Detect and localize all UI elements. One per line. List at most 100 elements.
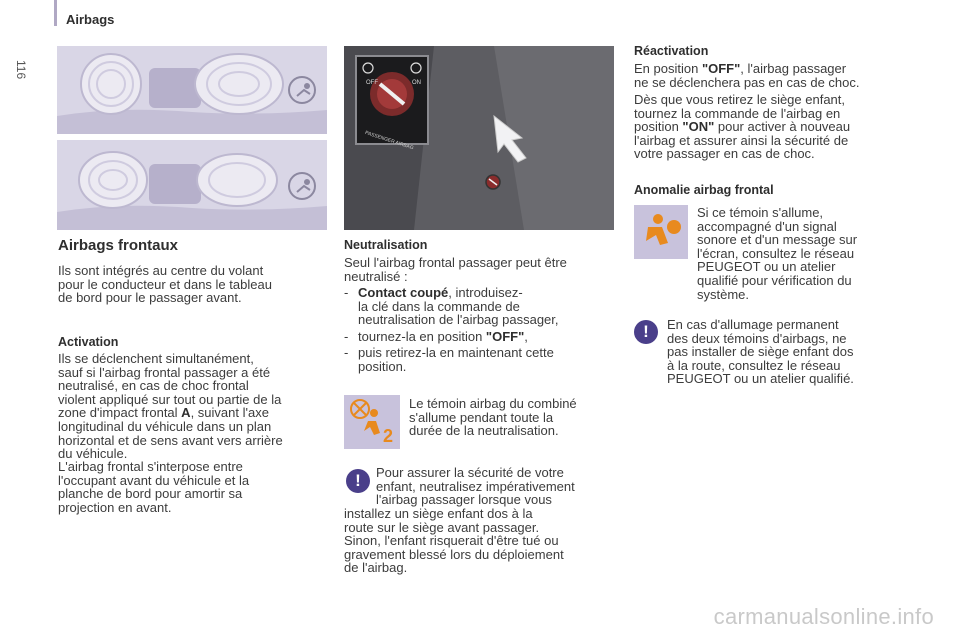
- warning-paragraph-body: installez un siège enfant dos à la route…: [344, 507, 620, 575]
- passenger-airbag-switch-photo: [344, 46, 614, 230]
- warning-right-line: PEUGEOT ou un atelier qualifié.: [667, 371, 854, 387]
- warning-right-line: des deux témoins d'airbags, ne: [667, 330, 847, 346]
- warning-right-line: En cas d'allumage permanent: [667, 317, 839, 332]
- step-1-bold: Contact coupé: [358, 285, 449, 300]
- neutralisation-intro-line: Seul l'airbag frontal passager peut être: [344, 255, 567, 270]
- activation-paragraph: Ils se déclenchent simultanément, sauf s…: [58, 352, 330, 461]
- neutralisation-steps: -Contact coupé, introduisez- la clé dans…: [344, 286, 616, 374]
- reactivation-line: tournez la commande de l'airbag en: [634, 105, 841, 121]
- warning-line: Pour assurer la sécurité de votre: [376, 465, 564, 480]
- dashboard-illustration-top: [57, 46, 327, 134]
- section-title: Airbags: [66, 12, 115, 27]
- react-text: En position: [634, 61, 702, 76]
- indicator-line: s'allume pendant toute la: [409, 409, 554, 425]
- step-2-after: ,: [524, 328, 528, 344]
- airbag-switch-closeup: [355, 55, 429, 145]
- activation-line: horizontal et de sens avant vers arrière: [58, 432, 283, 448]
- reactivation-paragraph-2: Dès que vous retirez le siège enfant, to…: [634, 93, 910, 161]
- indicator-line: durée de la neutralisation.: [409, 423, 559, 439]
- warning-line: enfant, neutralisez impérativement: [376, 478, 575, 494]
- warning-icon: !: [346, 469, 370, 493]
- airbag-indicator-icon-box: 2: [344, 395, 400, 449]
- dashboard-illustration-bottom: [57, 140, 327, 230]
- anomalie-line: Si ce témoin s'allume,: [697, 205, 824, 220]
- reactivation-line: l'airbag et assurer ainsi la sécurité de: [634, 132, 849, 148]
- neutralisation-intro-line: neutralisé :: [344, 268, 408, 284]
- step-1: -Contact coupé, introduisez-: [344, 286, 616, 300]
- switch-label-off: OFF: [366, 80, 378, 86]
- warning-line: l'airbag passager lorsque vous: [376, 492, 552, 508]
- airbag-inflating-illustration: [57, 140, 327, 230]
- anomalie-paragraph: Si ce témoin s'allume, accompagné d'un s…: [697, 206, 907, 301]
- airbag-fault-icon: [646, 214, 681, 245]
- warning-line: gravement blessé lors du déploiement: [344, 546, 564, 562]
- warning-right-line: à la route, consultez le réseau: [667, 357, 841, 373]
- activation-line: sauf si l'airbag frontal passager a été: [58, 364, 271, 380]
- indicator-line: Le témoin airbag du combiné: [409, 396, 577, 411]
- indicator-paragraph: Le témoin airbag du combiné s'allume pen…: [409, 397, 619, 438]
- interposition-line: L'airbag frontal s'interpose entre: [58, 459, 243, 474]
- page-number: 116: [14, 60, 28, 80]
- intro-paragraph: Ils sont intégrés au centre du volant po…: [58, 264, 328, 305]
- step-3-line: position.: [358, 358, 407, 374]
- react-text-after: pour activer à nouveau: [714, 119, 851, 135]
- warning-right-line: pas installer de siège enfant dos: [667, 344, 854, 360]
- activation-line: Ils se déclenchent simultanément,: [58, 351, 254, 366]
- step-2-text: tournez-la en position: [358, 328, 486, 344]
- switch-label-on: ON: [412, 80, 421, 86]
- activation-line: violent appliqué sur tout ou partie de l…: [58, 391, 282, 407]
- react-text-after: , l'airbag passager: [740, 61, 847, 76]
- interposition-line: l'occupant avant du véhicule et la: [58, 472, 250, 488]
- warning-line: installez un siège enfant dos à la: [344, 506, 533, 521]
- anomalie-line: sonore et d'un message sur: [697, 232, 858, 248]
- step-dash: -: [344, 285, 349, 300]
- intro-line: pour le conducteur et dans le tableau: [58, 276, 272, 292]
- reactivation-line: Dès que vous retirez le siège enfant,: [634, 92, 846, 107]
- watermark: carmanualsonline.info: [713, 604, 934, 629]
- zone-text: zone d'impact frontal: [58, 405, 182, 421]
- warning-paragraph-head: Pour assurer la sécurité de votre enfant…: [376, 466, 621, 507]
- airbag-fault-icon-box: [634, 205, 688, 259]
- neutralisation-heading: Neutralisation: [344, 238, 428, 252]
- step-1-line: neutralisation de l'airbag passager,: [358, 312, 559, 328]
- activation-line-zone: zone d'impact frontal A, suivant l'axe: [58, 406, 330, 420]
- anomalie-line: PEUGEOT ou un atelier: [697, 259, 836, 275]
- react-off-label: "OFF": [701, 61, 741, 76]
- section-marker: [54, 0, 57, 26]
- intro-line: de bord pour le passager avant.: [58, 290, 242, 306]
- step-2: -tournez-la en position "OFF",: [344, 328, 616, 344]
- step-3: -puis retirez-la en maintenant cette: [344, 346, 616, 360]
- activation-line: du véhicule.: [58, 446, 128, 462]
- step-1-rest: , introduisez-: [448, 285, 523, 300]
- interposition-line: planche de bord pour amortir sa: [58, 486, 243, 502]
- step-3-text: puis retirez-la en maintenant cette: [358, 345, 554, 361]
- step-2-bold: "OFF": [485, 328, 525, 344]
- step-dash: -: [344, 328, 349, 344]
- react-on-label: "ON": [682, 119, 715, 135]
- activation-line: neutralisé, en cas de choc frontal: [58, 378, 249, 394]
- airbag-deployed-illustration: [57, 46, 327, 134]
- airbag-off-indicator-icon: 2: [350, 399, 393, 446]
- section-heading-frontal-airbags: Airbags frontaux: [58, 237, 179, 254]
- reactivation-line: position "ON" pour activer à nouveau: [634, 120, 910, 134]
- anomalie-line: système.: [697, 286, 750, 302]
- warning-line: de l'airbag.: [344, 560, 408, 576]
- intro-line: Ils sont intégrés au centre du volant: [58, 263, 264, 278]
- activation-heading: Activation: [58, 335, 119, 349]
- reactivation-paragraph-1: En position "OFF", l'airbag passager ne …: [634, 62, 910, 89]
- reactivation-heading: Réactivation: [634, 44, 709, 58]
- reactivation-line: ne se déclenchera pas en cas de choc.: [634, 74, 860, 90]
- step-1-line: la clé dans la commande de: [358, 298, 520, 314]
- zone-text-after: , suivant l'axe: [190, 405, 269, 421]
- activation-line: longitudinal du véhicule dans un plan: [58, 418, 272, 434]
- anomalie-line: l'écran, consultez le réseau: [697, 245, 855, 261]
- warning-paragraph-right: En cas d'allumage permanent des deux tém…: [667, 318, 907, 386]
- anomalie-heading: Anomalie airbag frontal: [634, 183, 774, 197]
- neutralisation-intro: Seul l'airbag frontal passager peut être…: [344, 256, 616, 283]
- interposition-line: projection en avant.: [58, 499, 172, 515]
- warning-line: Sinon, l'enfant risquerait d'être tué ou: [344, 533, 559, 549]
- reactivation-line: votre passager en cas de choc.: [634, 146, 815, 162]
- warning-icon-right: !: [634, 320, 658, 344]
- reactivation-line: En position "OFF", l'airbag passager: [634, 62, 910, 76]
- anomalie-line: qualifié pour vérification du: [697, 272, 852, 288]
